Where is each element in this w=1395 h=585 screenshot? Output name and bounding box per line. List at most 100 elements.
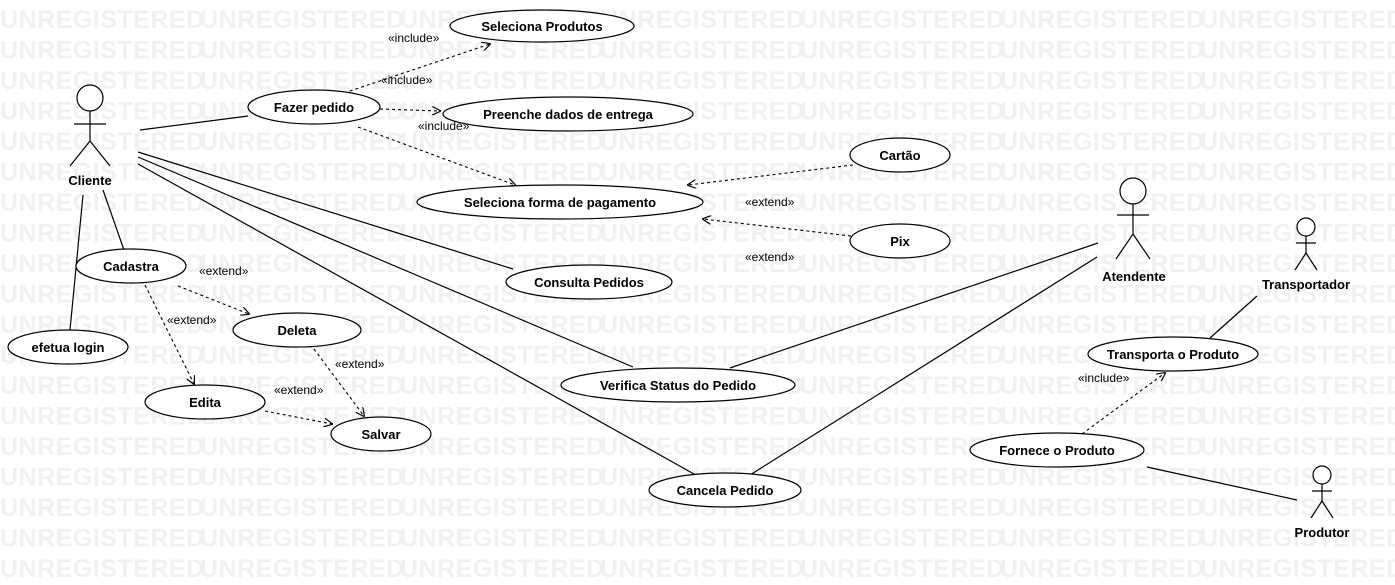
watermark-text: UNREGISTERED [1000, 494, 1205, 522]
watermark-text: UNREGISTERED [400, 403, 605, 431]
watermark-text: UNREGISTERED [1200, 37, 1395, 65]
watermark-text: UNREGISTERED [1000, 189, 1205, 217]
watermark-text: UNREGISTERED [600, 67, 805, 95]
assoc-cliente-verifica-status [137, 156, 634, 368]
stereotype-extend: «extend» [274, 383, 324, 397]
watermark-text: UNREGISTERED [200, 6, 405, 34]
use-case-fornece-produto[interactable]: Fornece o Produto [969, 432, 1145, 468]
watermark-text: UNREGISTERED [800, 403, 1005, 431]
extend-deleta-cadastra [177, 285, 249, 314]
watermark-text: UNREGISTERED [1200, 494, 1395, 522]
use-case-label: Preenche dados de entrega [483, 107, 654, 122]
watermark-text: UNREGISTERED [1000, 67, 1205, 95]
watermark-text: UNREGISTERED [600, 403, 805, 431]
watermark-text: UNREGISTERED [1000, 98, 1205, 126]
watermark-text: UNREGISTERED [600, 159, 805, 187]
use-case-seleciona-produtos[interactable]: Seleciona Produtos [449, 9, 635, 43]
watermark-text: UNREGISTERED [0, 555, 205, 583]
watermark-text: UNREGISTERED [800, 525, 1005, 553]
use-case-label: Deleta [277, 323, 317, 338]
watermark-text: UNREGISTERED [400, 159, 605, 187]
watermark-text: UNREGISTERED [200, 159, 405, 187]
watermark-text: UNREGISTERED [200, 128, 405, 156]
actor-head [76, 84, 104, 112]
watermark-text: UNREGISTERED [1000, 464, 1205, 492]
watermark-text: UNREGISTERED [400, 342, 605, 370]
use-case-label: Cartão [879, 148, 920, 163]
use-case-efetua-login[interactable]: efetua login [7, 329, 129, 365]
use-case-label: Salvar [361, 427, 400, 442]
actor-label: Cliente [68, 173, 111, 188]
watermark-text: UNREGISTERED [800, 342, 1005, 370]
extend-edita-cadastra [144, 284, 194, 384]
watermark-text: UNREGISTERED [800, 67, 1005, 95]
actor-cliente[interactable]: Cliente [68, 84, 112, 188]
use-case-cancela-pedido[interactable]: Cancela Pedido [648, 472, 802, 508]
watermark-text: UNREGISTERED [0, 525, 205, 553]
watermark-text: UNREGISTERED [1000, 250, 1205, 278]
actor-label: Transportador [1262, 277, 1350, 292]
watermark-text: UNREGISTERED [1200, 6, 1395, 34]
watermark-text: UNREGISTERED [200, 281, 405, 309]
watermark-text: UNREGISTERED [1200, 311, 1395, 339]
use-case-pix[interactable]: Pix [849, 223, 951, 259]
use-case-label: efetua login [32, 340, 105, 355]
assoc-cliente-cadastra [102, 189, 125, 251]
include-fazer-pedido-seleciona-produtos [343, 44, 490, 94]
watermark-text: UNREGISTERED [600, 311, 805, 339]
dependencies [144, 44, 1165, 435]
use-case-fazer-pedido[interactable]: Fazer pedido [247, 89, 381, 125]
actor-label: Produtor [1295, 525, 1350, 540]
watermark-text: UNREGISTERED [800, 494, 1005, 522]
use-case-cartao[interactable]: Cartão [849, 137, 951, 173]
watermark-text: UNREGISTERED [0, 6, 205, 34]
watermark-text: UNREGISTERED [800, 37, 1005, 65]
watermark-text: UNREGISTERED [600, 342, 805, 370]
actor-transportador[interactable]: Transportador [1262, 217, 1350, 292]
stereotype-extend: «extend» [745, 195, 795, 209]
use-case-edita[interactable]: Edita [144, 384, 266, 420]
watermark-text: UNREGISTERED [1000, 403, 1205, 431]
use-case-seleciona-pagamento[interactable]: Seleciona forma de pagamento [416, 184, 704, 220]
use-case-deleta[interactable]: Deleta [232, 312, 362, 348]
watermark-text: UNREGISTERED [1000, 555, 1205, 583]
stereotype-include: «include» [418, 119, 470, 133]
use-case-salvar[interactable]: Salvar [330, 416, 432, 452]
use-case-label: Edita [189, 395, 222, 410]
actors: Cliente Atendente Transportador Produtor [68, 84, 1350, 540]
actor-atendente[interactable]: Atendente [1102, 177, 1166, 284]
watermark-text: UNREGISTERED [600, 6, 805, 34]
watermark-text: UNREGISTERED [0, 220, 205, 248]
assoc-produtor-fornece [1146, 466, 1298, 501]
extend-cartao-seleciona-pagamento [688, 164, 854, 185]
associations [69, 115, 1298, 501]
watermark-text: UNREGISTERED [400, 128, 605, 156]
watermark-text: UNREGISTERED [1200, 372, 1395, 400]
use-case-cadastra[interactable]: Cadastra [75, 248, 187, 284]
use-case-label: Verifica Status do Pedido [600, 378, 756, 393]
watermark-text: UNREGISTERED [1200, 281, 1395, 309]
watermark-text: UNREGISTERED [800, 555, 1005, 583]
use-case-preenche-dados[interactable]: Preenche dados de entrega [442, 96, 694, 132]
use-case-label: Cancela Pedido [677, 483, 774, 498]
watermark-text: UNREGISTERED [1000, 159, 1205, 187]
stereotype-include: «include» [381, 73, 433, 87]
watermark-text: UNREGISTERED [0, 189, 205, 217]
use-case-verifica-status[interactable]: Verifica Status do Pedido [560, 367, 796, 403]
watermark-text: UNREGISTERED [1200, 555, 1395, 583]
stereotype-labels: «include» «include» «include» «extend» «… [167, 31, 1130, 397]
watermark-text: UNREGISTERED [200, 525, 405, 553]
use-case-label: Pix [890, 234, 910, 249]
actor-label: Atendente [1102, 269, 1166, 284]
watermark-text: UNREGISTERED [1200, 128, 1395, 156]
actor-produtor[interactable]: Produtor [1295, 465, 1350, 540]
watermark-text: UNREGISTERED [0, 37, 205, 65]
use-case-transporta-produto[interactable]: Transporta o Produto [1087, 336, 1259, 372]
use-case-label: Seleciona Produtos [481, 19, 602, 34]
use-case-consulta-pedidos[interactable]: Consulta Pedidos [505, 264, 673, 300]
watermark-text: UNREGISTERED [600, 555, 805, 583]
watermark-text: UNREGISTERED [400, 555, 605, 583]
watermark-text: UNREGISTERED [600, 37, 805, 65]
watermark-text: UNREGISTERED [0, 464, 205, 492]
